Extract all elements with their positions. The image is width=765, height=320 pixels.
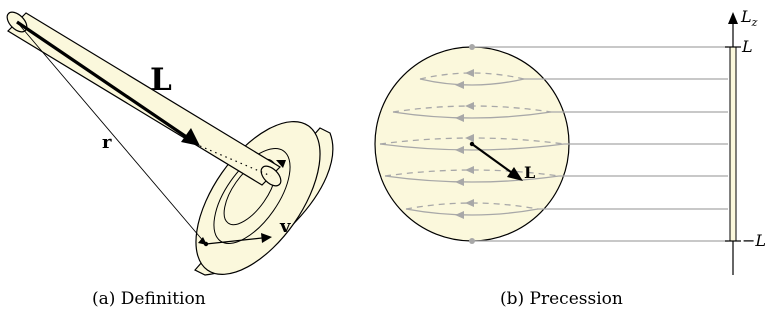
lz-axis-arrowhead — [728, 12, 738, 24]
disk-inner-ring — [213, 148, 291, 244]
angular-momentum-vector-sphere — [471, 143, 516, 176]
precession-arrowheads — [455, 69, 474, 219]
label-r: r — [102, 132, 112, 153]
rod-axis-dotted — [199, 145, 272, 177]
tick-label-bottom: −L — [742, 231, 765, 250]
panel-a-definition: L r v — [6, 11, 334, 276]
label-v: v — [279, 216, 291, 237]
rod — [6, 11, 282, 187]
orbit-arrowhead — [276, 160, 286, 168]
label-L-panel-b: L — [524, 163, 535, 182]
label-L-panel-a: L — [150, 62, 172, 98]
velocity-vector-v — [205, 237, 263, 245]
projection-lines — [472, 46, 728, 242]
lz-axis: Lz L −L — [725, 7, 765, 275]
caption-precession: (b) Precession — [500, 289, 623, 309]
panel-b-precession: L Lz L −L — [374, 7, 765, 275]
disk — [194, 121, 334, 276]
tick-label-top: L — [741, 37, 753, 56]
lz-range-bar — [729, 46, 737, 242]
angular-momentum-arrow — [16, 20, 189, 140]
position-vector-r — [16, 21, 206, 244]
axis-label-lz: Lz — [740, 7, 758, 29]
disk-orbit-ring — [223, 158, 277, 226]
caption-definition: (a) Definition — [92, 289, 206, 309]
